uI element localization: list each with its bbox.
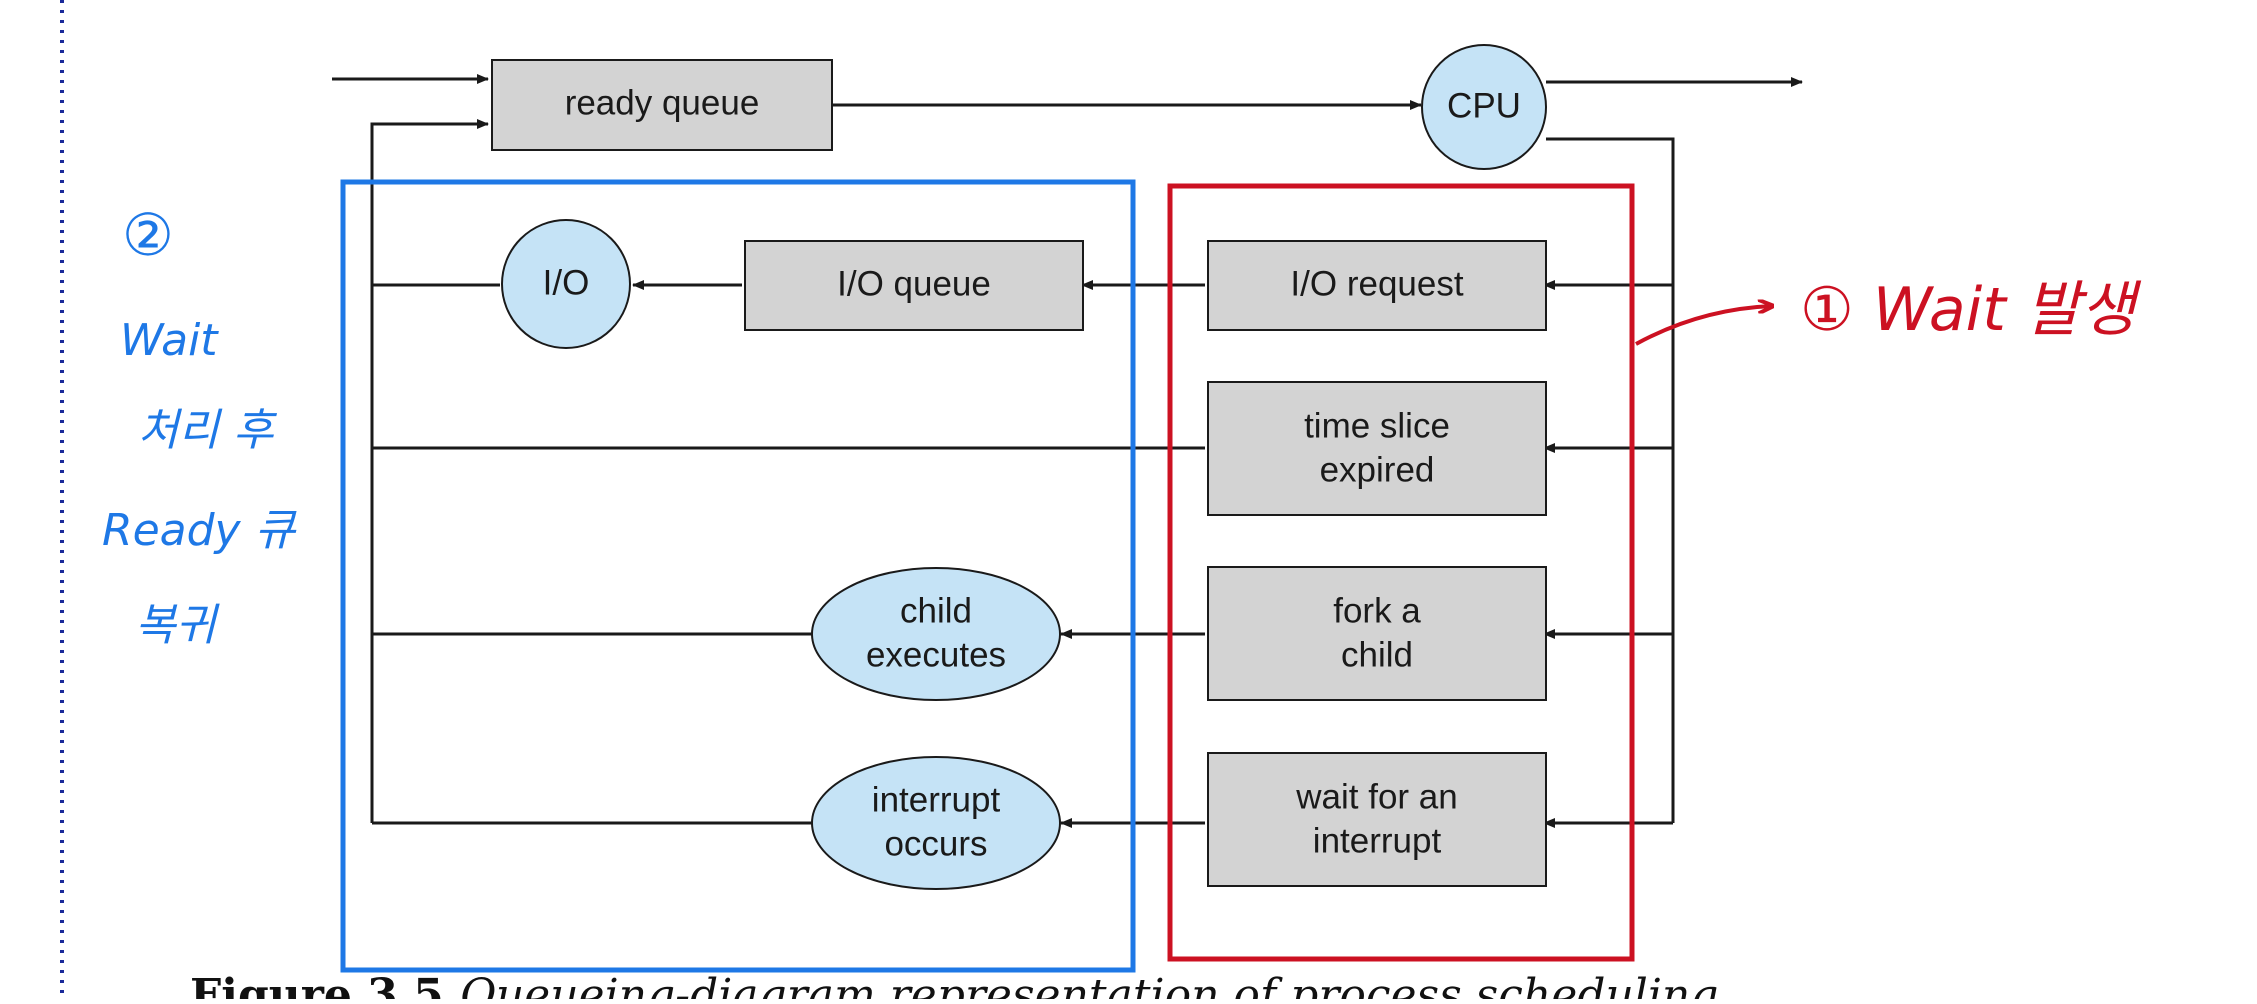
blue-note-line2: 처리 후 <box>138 405 278 456</box>
io-request-label: I/O request <box>1290 264 1463 303</box>
child-executes-label-line2: executes <box>866 635 1006 674</box>
wait-interrupt-label-line1: wait for an <box>1295 777 1457 816</box>
time-slice-label-line1: time slice <box>1304 406 1450 445</box>
wait-interrupt-box: wait for an interrupt <box>1207 752 1547 887</box>
blue-note-line1: Wait <box>120 315 219 366</box>
time-slice-box: time slice expired <box>1207 381 1547 516</box>
io-circle: I/O <box>501 219 631 349</box>
interrupt-occurs-label-line1: interrupt <box>872 780 1001 819</box>
cpu-label: CPU <box>1447 86 1521 125</box>
io-queue-box: I/O queue <box>744 240 1084 331</box>
io-queue-label: I/O queue <box>837 264 991 303</box>
interrupt-occurs-ellipse: interrupt occurs <box>811 756 1061 890</box>
interrupt-occurs-label-line2: occurs <box>884 824 987 863</box>
ready-queue-box: ready queue <box>491 59 833 151</box>
io-request-box: I/O request <box>1207 240 1547 331</box>
caption-label: Figure 3.5 <box>190 970 444 999</box>
connectors <box>332 74 1803 828</box>
red-wait-note: ① Wait 발생 <box>1800 275 2142 345</box>
ready-queue-label: ready queue <box>565 83 760 122</box>
fork-child-label-line2: child <box>1341 635 1413 674</box>
child-executes-label-line1: child <box>900 591 972 630</box>
fork-child-box: fork a child <box>1207 566 1547 701</box>
blue-highlight-rect <box>340 179 1136 973</box>
figure-caption: Figure 3.5 Queueing-diagram representatio… <box>190 970 1718 999</box>
return-arrow <box>370 119 489 823</box>
child-executes-ellipse: child executes <box>811 567 1061 701</box>
red-annotation-arrow <box>1635 306 1772 346</box>
caption-text: Queueing-diagram representation of proce… <box>460 970 1719 999</box>
cpu-circle: CPU <box>1421 44 1547 170</box>
blue-step-number: ② <box>122 201 174 269</box>
cpu-dispatch-line <box>1546 137 1675 823</box>
red-highlight-rect <box>1167 183 1635 962</box>
io-label: I/O <box>543 263 590 302</box>
wait-interrupt-label-line2: interrupt <box>1313 821 1442 860</box>
blue-note-line3: Ready 큐 <box>102 505 298 556</box>
time-slice-label-line2: expired <box>1320 450 1435 489</box>
fork-child-label-line1: fork a <box>1333 591 1421 630</box>
blue-note-line4: 복귀 <box>135 600 220 651</box>
